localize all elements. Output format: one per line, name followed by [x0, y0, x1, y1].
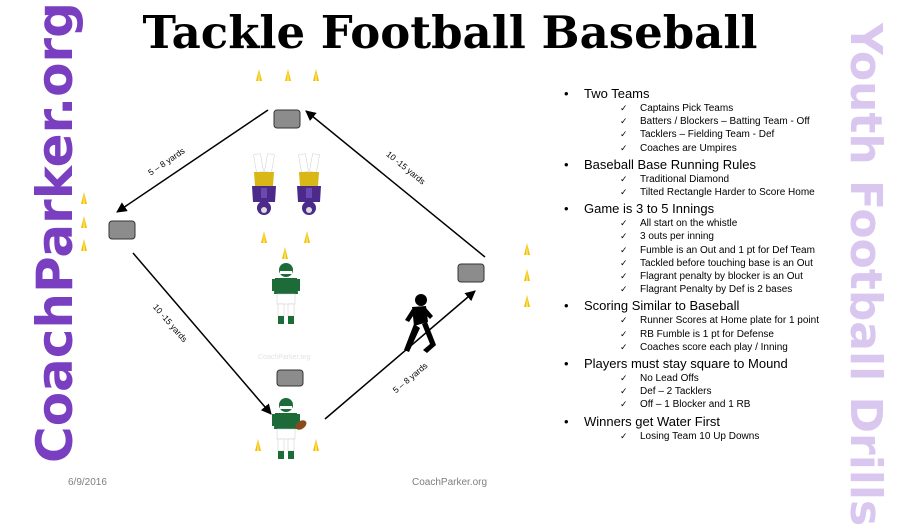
- rule-section: Scoring Similar to BaseballRunner Scores…: [562, 298, 832, 354]
- rule-item: Tacklers – Fielding Team - Def: [584, 128, 832, 141]
- footer-date: 6/9/2016: [68, 477, 107, 488]
- rule-items: No Lead OffsDef – 2 TacklersOff – 1 Bloc…: [584, 372, 832, 412]
- rule-item: Fumble is an Out and 1 pt for Def Team: [584, 244, 832, 257]
- rule-item: Runner Scores at Home plate for 1 point: [584, 314, 832, 327]
- rule-heading: Winners get Water First: [584, 413, 721, 429]
- distance-label-bottom-right: 5 – 8 yards: [391, 360, 430, 395]
- cone-icon: [81, 216, 87, 228]
- rule-item: Captains Pick Teams: [584, 102, 832, 115]
- distance-label-top-left: 5 – 8 yards: [146, 146, 186, 178]
- rule-section: Game is 3 to 5 InningsAll start on the w…: [562, 201, 832, 296]
- cone-icon: [313, 439, 319, 451]
- rule-heading: Game is 3 to 5 Innings: [584, 201, 715, 217]
- rule-items: Captains Pick TeamsBatters / Blockers – …: [584, 102, 832, 155]
- base-third: [108, 220, 136, 240]
- rule-item: Def – 2 Tacklers: [584, 385, 832, 398]
- cone-icon: [256, 69, 262, 81]
- distance-label-bottom-left: 10 -15 yards: [151, 302, 190, 344]
- cone-icon: [524, 243, 530, 255]
- offense-player-icon: [271, 262, 301, 325]
- rule-section: Baseball Base Running RulesTraditional D…: [562, 156, 832, 200]
- cone-icon: [261, 231, 267, 243]
- base-home: [276, 369, 304, 387]
- rule-items: All start on the whistle3 outs per innin…: [584, 217, 832, 296]
- rule-item: Losing Team 10 Up Downs: [584, 430, 832, 443]
- cone-icon: [304, 231, 310, 243]
- arrow-first-to-second: [305, 110, 486, 258]
- rule-item: All start on the whistle: [584, 217, 832, 230]
- offense-player-icon: [271, 397, 301, 460]
- cone-icon: [81, 239, 87, 251]
- rule-item: 3 outs per inning: [584, 230, 832, 243]
- cone-icon: [282, 247, 288, 259]
- base-second: [273, 109, 301, 129]
- rule-items: Losing Team 10 Up Downs: [584, 430, 832, 443]
- cone-icon: [81, 192, 87, 204]
- rule-item: Coaches are Umpires: [584, 142, 832, 155]
- rule-section: Winners get Water FirstLosing Team 10 Up…: [562, 414, 832, 443]
- rule-item: Coaches score each play / Inning: [584, 341, 832, 354]
- cone-icon: [524, 295, 530, 307]
- rule-items: Runner Scores at Home plate for 1 pointR…: [584, 314, 832, 354]
- footer-site: CoachParker.org: [412, 477, 488, 488]
- page-title: Tackle Football Baseball: [142, 6, 758, 59]
- defense-player-icon: [251, 153, 277, 216]
- base-first: [457, 263, 485, 283]
- rule-heading: Two Teams: [584, 86, 650, 101]
- rule-heading: Scoring Similar to Baseball: [584, 298, 740, 314]
- rule-item: Flagrant penalty by blocker is an Out: [584, 270, 832, 283]
- arrow-second-to-third: [116, 109, 269, 213]
- runner-silhouette-icon: [404, 294, 436, 353]
- rule-heading: Players must stay square to Mound: [584, 356, 788, 372]
- cone-icon: [524, 269, 530, 281]
- rule-item: Tackled before touching base is an Out: [584, 257, 832, 270]
- rule-item: No Lead Offs: [584, 372, 832, 385]
- slide: CoachParker.org Youth Football Drills Ta…: [0, 0, 900, 506]
- rule-item: Flagrant Penalty by Def is 2 bases: [584, 283, 832, 296]
- rule-item: Off – 1 Blocker and 1 RB: [584, 398, 832, 411]
- rule-heading: Baseball Base Running Rules: [584, 156, 756, 172]
- rules-list: Two TeamsCaptains Pick TeamsBatters / Bl…: [562, 84, 832, 443]
- rule-items: Traditional DiamondTilted Rectangle Hard…: [584, 173, 832, 200]
- rule-section: Two TeamsCaptains Pick TeamsBatters / Bl…: [562, 86, 832, 155]
- cone-icon: [285, 69, 291, 81]
- cone-icon: [255, 439, 261, 451]
- rule-item: Tilted Rectangle Harder to Score Home: [584, 186, 832, 199]
- defense-player-icon: [296, 153, 322, 216]
- rule-section: Players must stay square to MoundNo Lead…: [562, 356, 832, 412]
- watermark: CoachParker.org: [258, 354, 311, 361]
- rule-item: Traditional Diamond: [584, 173, 832, 186]
- arrow-home-to-first: [324, 290, 476, 420]
- rule-item: RB Fumble is 1 pt for Defense: [584, 328, 832, 341]
- cone-icon: [313, 69, 319, 81]
- rule-item: Batters / Blockers – Batting Team - Off: [584, 115, 832, 128]
- football-icon: [295, 420, 307, 430]
- field-diagram: 5 – 8 yards 10 -15 yards 10 -15 yards 5 …: [81, 69, 530, 460]
- arrow-third-to-home: [132, 252, 272, 415]
